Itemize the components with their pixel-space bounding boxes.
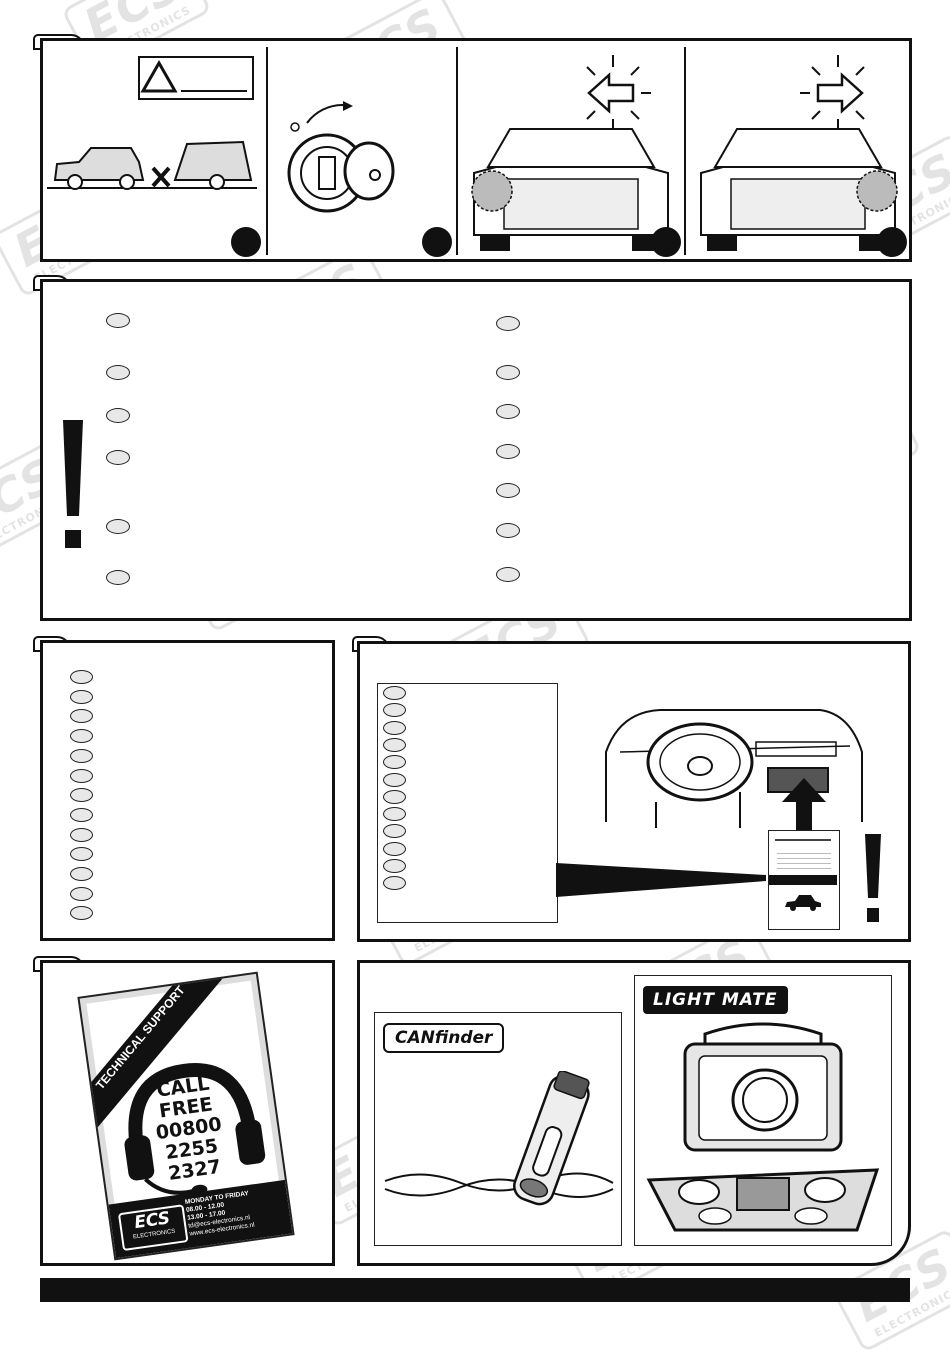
checkbox-oval — [106, 313, 130, 328]
canfinder-logo-text: CANfinder — [395, 1028, 493, 1048]
contact-info: MONDAY TO FRIDAY 08.00 - 12.00 13.00 - 1… — [185, 1185, 290, 1239]
checkbox-oval — [383, 772, 406, 787]
support-panel: TECHNICAL SUPPORT CALL FREE 00800 2255 2… — [40, 960, 335, 1266]
pointer-wedge — [556, 863, 766, 897]
exclamation-icon — [63, 420, 83, 548]
checkbox-oval — [496, 483, 520, 498]
manual-booklet — [768, 830, 840, 930]
arrow-up-icon — [782, 778, 826, 834]
divider — [266, 47, 268, 255]
checkbox-oval — [106, 365, 130, 380]
left-indicator-arrow-icon — [586, 55, 651, 131]
checkbox-oval — [383, 859, 406, 873]
checkbox-oval — [106, 450, 130, 465]
checkbox-oval — [70, 670, 93, 684]
checkbox-oval — [383, 720, 406, 735]
right-indicator-arrow-icon — [800, 55, 865, 131]
checkbox-oval — [383, 876, 406, 891]
lightmate-logo: LIGHT MATE — [643, 986, 788, 1014]
checkbox-oval — [70, 729, 93, 744]
checkbox-oval — [383, 755, 406, 770]
checkbox-oval — [496, 365, 520, 380]
car-rear-icon — [700, 128, 898, 251]
checkbox-oval — [383, 824, 406, 839]
products-panel: CANfinder LIGHT MATE — [357, 960, 911, 1266]
fuse-table — [377, 683, 558, 923]
step-number-dot — [231, 227, 261, 257]
exclamation-icon — [865, 834, 881, 922]
divider — [456, 47, 458, 255]
checkbox-oval — [383, 807, 406, 822]
booklet-band — [769, 875, 837, 885]
lightmate-logo-text: LIGHT MATE — [653, 990, 778, 1010]
checkbox-oval — [496, 567, 520, 582]
checkbox-oval — [496, 523, 520, 538]
checkbox-oval — [383, 737, 406, 752]
ecs-logo: ECS ELECTRONICS — [117, 1204, 189, 1252]
test-steps-panel — [40, 38, 912, 262]
warning-sign-icon — [138, 56, 254, 100]
checkbox-oval — [70, 788, 93, 803]
checkbox-oval — [383, 841, 406, 856]
checkbox-oval — [70, 709, 93, 724]
checkbox-oval — [496, 404, 520, 419]
checkbox-oval — [70, 807, 93, 822]
step-number-dot — [422, 227, 452, 257]
lightmate-box: LIGHT MATE — [634, 975, 892, 1246]
checkbox-oval — [70, 886, 93, 901]
checkbox-oval — [106, 570, 130, 585]
checkbox-oval — [70, 847, 93, 862]
booklet-header — [775, 839, 831, 841]
canfinder-device-icon — [384, 1071, 614, 1206]
car-silhouette-icon — [785, 895, 821, 911]
checkbox-oval — [383, 686, 406, 700]
step-number-dot — [877, 227, 907, 257]
checkbox-oval — [70, 748, 93, 763]
lightmate-case-icon — [646, 1022, 880, 1232]
dashboard-icon — [605, 709, 863, 828]
booklet-lines — [777, 849, 831, 873]
car-rear-icon — [471, 128, 669, 251]
checkbox-oval — [70, 867, 93, 881]
checkbox-oval — [70, 689, 93, 704]
ignition-key-icon — [287, 101, 395, 213]
footer-bar — [40, 1278, 910, 1302]
fuse-list-panel — [40, 640, 335, 941]
checkbox-oval — [106, 408, 130, 423]
checkbox-oval — [70, 768, 93, 783]
call-number: CALL FREE 00800 2255 2327 — [132, 1070, 246, 1188]
checkbox-oval — [70, 906, 93, 921]
checkbox-oval — [496, 444, 520, 459]
car-caravan-icon — [47, 140, 257, 190]
support-leaflet: TECHNICAL SUPPORT CALL FREE 00800 2255 2… — [77, 971, 295, 1261]
checkbox-oval — [383, 703, 406, 718]
checkbox-oval — [496, 316, 520, 331]
canfinder-logo: CANfinder — [383, 1023, 505, 1053]
checklist-panel — [40, 279, 912, 621]
checkbox-oval — [383, 789, 406, 804]
divider — [684, 47, 686, 255]
checkbox-oval — [106, 519, 130, 534]
canfinder-box: CANfinder — [374, 1012, 622, 1246]
checkbox-oval — [70, 827, 93, 842]
step-number-dot — [651, 227, 681, 257]
fuse-box-panel — [357, 641, 911, 942]
